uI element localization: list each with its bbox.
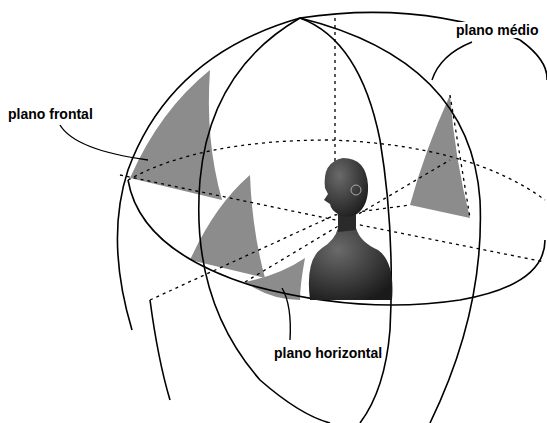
sphere-outline bbox=[117, 12, 520, 330]
plane-label: plano médio bbox=[454, 22, 540, 38]
diagonal-axis bbox=[150, 205, 410, 300]
frontal-meridian bbox=[300, 18, 391, 423]
sphere-outline bbox=[150, 300, 170, 400]
leader-line bbox=[282, 288, 290, 340]
plane-label: plano frontal bbox=[6, 106, 95, 122]
median-meridian bbox=[300, 18, 480, 423]
leader-line bbox=[432, 42, 472, 80]
sphere-outline bbox=[520, 40, 547, 80]
frontal-meridian bbox=[199, 18, 330, 423]
median-plane-line bbox=[450, 95, 470, 218]
median-plane-patch bbox=[410, 95, 470, 218]
leader-line bbox=[60, 125, 148, 160]
head-bust bbox=[309, 158, 393, 300]
horizontal-plane-patch bbox=[245, 258, 305, 300]
frontal-plane-patch bbox=[190, 175, 265, 278]
plane-label: plano horizontal bbox=[272, 345, 384, 361]
